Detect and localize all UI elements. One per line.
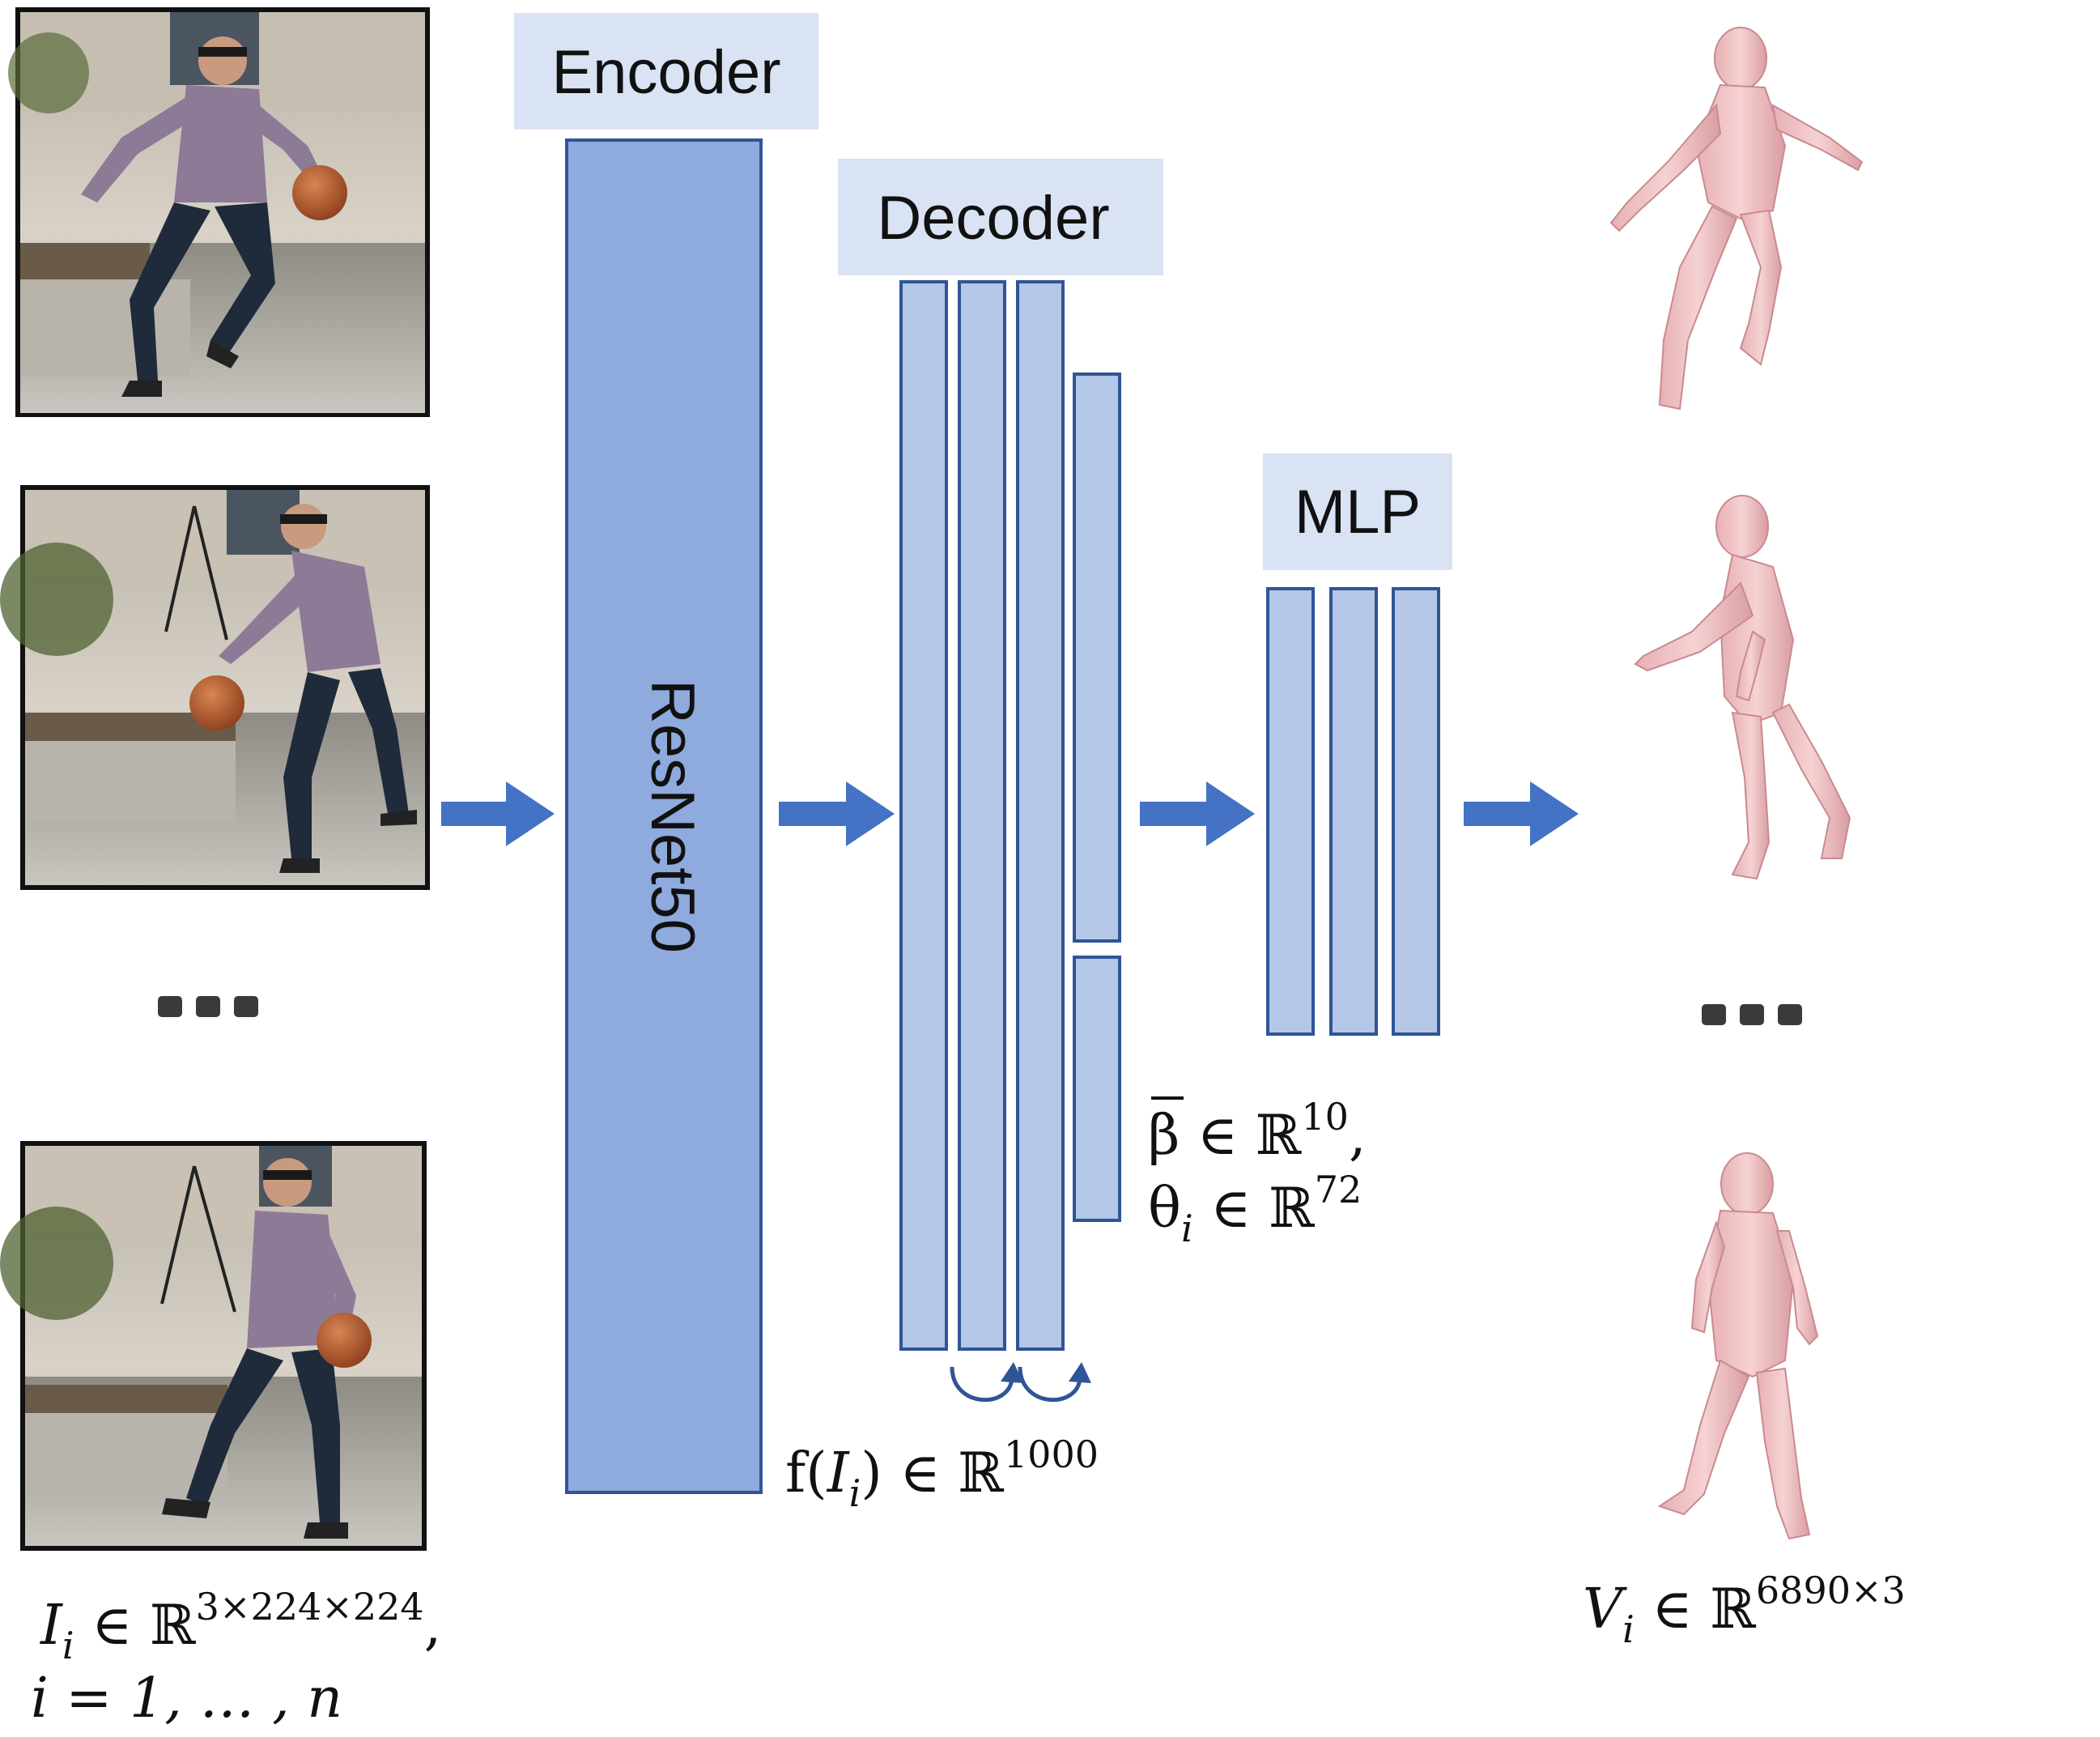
input-label-line1: Ii ∈ ℝ3×224×224, — [39, 1585, 441, 1667]
output-label: Vi ∈ ℝ6890×3 — [1583, 1569, 1906, 1651]
mlp-layer-2 — [1329, 587, 1378, 1036]
mlp-layer-1 — [1266, 587, 1315, 1036]
input-photo-2 — [0, 485, 430, 890]
beta-label: β ∈ ℝ10, — [1148, 1095, 1367, 1168]
input-photo-3 — [0, 1141, 427, 1551]
arrow-input-to-encoder — [441, 781, 555, 846]
encoder-block: Encoder ResNet50 — [514, 13, 818, 1494]
output-mesh-2 — [1634, 495, 1851, 880]
recurrent-arrow-2-head — [1069, 1362, 1091, 1383]
decoder-layer-3 — [1016, 280, 1065, 1351]
output-meshes — [1609, 27, 1864, 1540]
decoder-block: Decoder — [838, 159, 1163, 1403]
mlp-title-bg — [1263, 453, 1452, 570]
input-label-line2: i = 1, … , n — [31, 1667, 342, 1731]
encoder-resnet-label: ResNet50 — [638, 679, 707, 953]
param-labels: β ∈ ℝ10, θi ∈ ℝ72 — [1148, 1095, 1367, 1250]
arrow-encoder-to-decoder — [779, 781, 895, 846]
mlp-block: MLP — [1263, 453, 1452, 1036]
output-ellipsis — [1702, 1004, 1802, 1025]
decoder-layer-2 — [958, 280, 1006, 1351]
flow-arrows — [441, 781, 1579, 846]
encoder-title-bg — [514, 13, 818, 130]
input-ellipsis — [158, 996, 258, 1017]
decoder-theta-output — [1073, 956, 1121, 1222]
input-images — [0, 7, 430, 1551]
input-photo-1 — [8, 7, 430, 417]
mlp-title: MLP — [1294, 478, 1421, 547]
arrow-mlp-to-output — [1464, 781, 1579, 846]
recurrent-arrow-2 — [1018, 1366, 1082, 1403]
decoder-layer-1 — [899, 280, 948, 1351]
feature-label: f(Ii) ∈ ℝ1000 — [785, 1433, 1099, 1515]
theta-label: θi ∈ ℝ72 — [1148, 1168, 1362, 1250]
arrow-decoder-to-mlp — [1140, 781, 1255, 846]
encoder-resnet-bar — [565, 138, 763, 1494]
decoder-title: Decoder — [877, 184, 1109, 253]
mlp-layer-3 — [1392, 587, 1440, 1036]
recurrent-arrow-1-head — [1001, 1362, 1023, 1383]
encoder-title: Encoder — [551, 38, 780, 107]
decoder-beta-output — [1073, 373, 1121, 943]
decoder-title-bg — [838, 159, 1163, 275]
recurrent-arrow-1 — [950, 1366, 1014, 1403]
output-mesh-1 — [1609, 27, 1864, 411]
output-mesh-3 — [1657, 1152, 1819, 1540]
